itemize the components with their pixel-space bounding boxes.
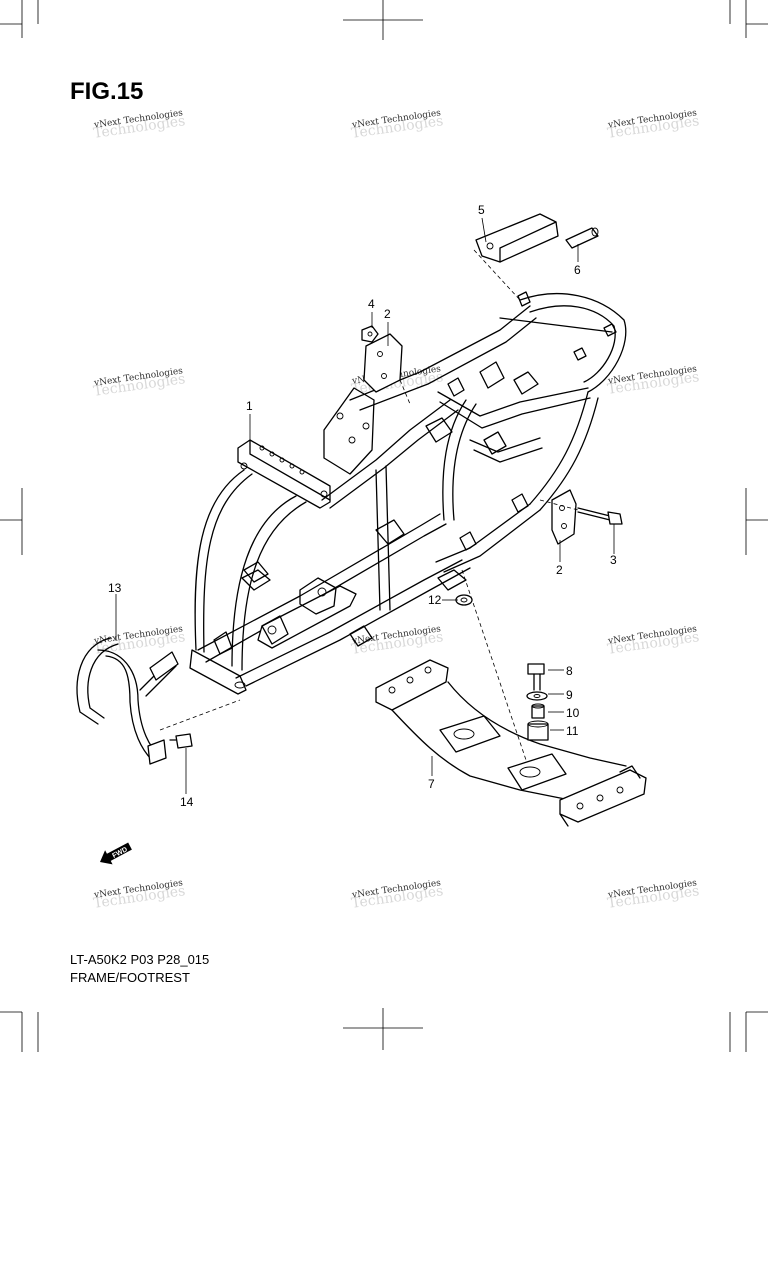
callout-12: 12 xyxy=(428,593,442,607)
part-washer xyxy=(526,691,548,701)
callout-14: 14 xyxy=(180,795,194,809)
callout-7: 7 xyxy=(428,777,435,791)
part-collar xyxy=(531,703,545,719)
part-pin xyxy=(565,227,599,249)
part-grommet xyxy=(455,594,473,606)
part-bracket-upper xyxy=(363,333,411,405)
part-cushion-rubber xyxy=(527,720,549,741)
leader-lines xyxy=(115,217,615,794)
diagram-code: LT-A50K2 P03 P28_015 xyxy=(70,952,210,967)
callout-1: 1 xyxy=(246,399,253,413)
figure-title: FIG.15 xyxy=(70,78,144,105)
part-footrest-frame xyxy=(375,659,647,827)
part-bolt-long xyxy=(539,499,623,525)
crop-marks xyxy=(0,0,768,1052)
part-guard-bar xyxy=(76,637,179,765)
part-bolt-short xyxy=(527,663,545,691)
callout-2-upper: 2 xyxy=(384,307,391,321)
callouts: 1 2 2 3 4 5 6 7 8 9 10 11 12 13 14 xyxy=(108,203,617,809)
callout-11: 11 xyxy=(566,724,579,738)
callout-9: 9 xyxy=(566,688,573,702)
diagram-name: FRAME/FOOTREST xyxy=(70,970,190,985)
callout-8: 8 xyxy=(566,664,573,678)
part-bracket-lower xyxy=(551,489,577,545)
part-cushion-pad xyxy=(475,213,559,263)
assembly-lines xyxy=(159,249,527,761)
part-frame xyxy=(189,291,627,695)
callout-13: 13 xyxy=(108,581,122,595)
fwd-arrow-icon: FWD xyxy=(100,842,132,865)
callout-3: 3 xyxy=(610,553,617,567)
part-bolt-guard xyxy=(169,733,193,749)
callout-10: 10 xyxy=(566,706,580,720)
callout-5: 5 xyxy=(478,203,485,217)
fwd-label: FWD xyxy=(111,846,128,860)
callout-2-lower: 2 xyxy=(556,563,563,577)
callout-4: 4 xyxy=(368,297,375,311)
part-nut xyxy=(361,325,379,343)
callout-6: 6 xyxy=(574,263,581,277)
